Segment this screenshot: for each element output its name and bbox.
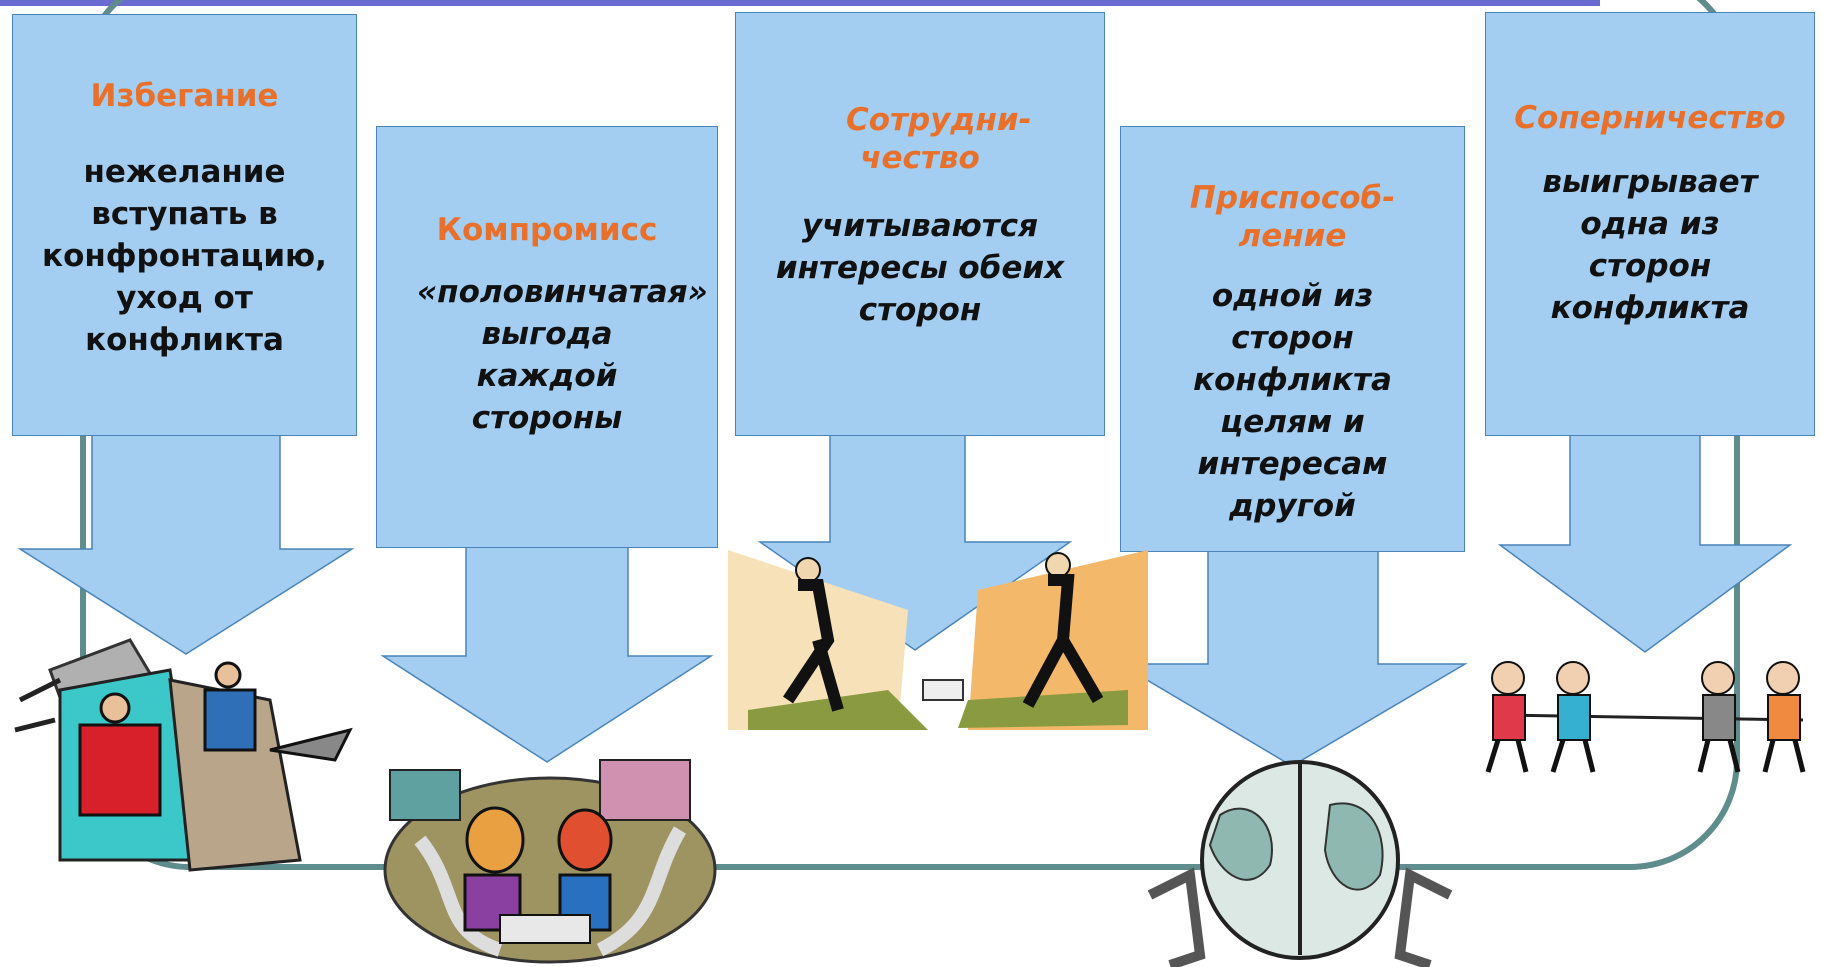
strategy-description: одной из сторон конфликта целям и интере…	[1156, 275, 1429, 527]
strategy-title: Избегание	[13, 77, 356, 115]
callout-competition: Соперничество выигрывает одна из сторон …	[1485, 12, 1815, 652]
strategy-description: выигрывает одна из сторон конфликта	[1516, 161, 1784, 329]
compromise-illustration	[380, 750, 720, 965]
strategy-description: учитываются интересы обеих сторон	[766, 205, 1074, 331]
strategy-title: Компромисс	[377, 211, 717, 249]
strategy-description: нежелание вступать в конфронтацию, уход …	[23, 151, 346, 361]
avoidance-illustration	[10, 630, 355, 880]
callout-avoidance: Избегание нежелание вступать в конфронта…	[12, 14, 357, 654]
accommodation-illustration	[1130, 755, 1470, 967]
strategy-description: «половинчатая» выгода каждой стороны	[417, 271, 677, 439]
callout-compromise: Компромисс «половинчатая» выгода каждой …	[376, 126, 718, 762]
callout-accommodation: Приспособ-ление одной из сторон конфликт…	[1120, 126, 1465, 766]
strategy-title: Приспособ-ление	[1171, 179, 1414, 255]
strategy-title: Соперничество	[1486, 99, 1814, 137]
collaboration-illustration	[728, 550, 1148, 730]
strategy-title: Сотрудни-чество	[846, 101, 994, 177]
competition-illustration	[1468, 660, 1818, 780]
